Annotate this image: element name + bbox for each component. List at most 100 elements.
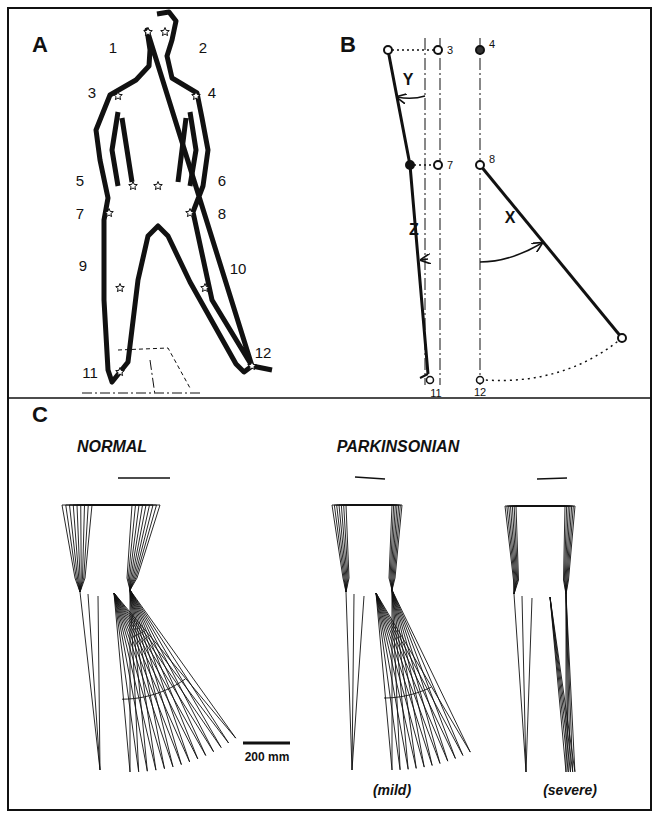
stick-trace bbox=[78, 578, 81, 592]
left-arm-inner bbox=[112, 112, 132, 186]
stick-trace bbox=[376, 593, 463, 755]
point-marker bbox=[427, 377, 434, 384]
stick-trace bbox=[514, 506, 518, 580]
marker-star bbox=[161, 28, 170, 36]
stick-trace bbox=[136, 505, 157, 578]
stick-trace bbox=[566, 580, 568, 594]
stick-trace bbox=[392, 578, 394, 590]
callout-number: 9 bbox=[79, 258, 87, 273]
head-trace bbox=[537, 478, 567, 479]
severity-label: (severe) bbox=[543, 783, 597, 797]
stick-figure-traces bbox=[62, 505, 575, 772]
head-trace bbox=[118, 477, 170, 479]
panel-letter: C bbox=[32, 404, 48, 426]
stick-trace bbox=[376, 593, 448, 761]
stick-trace bbox=[392, 578, 395, 590]
stick-trace bbox=[127, 578, 130, 590]
stick-trace bbox=[412, 693, 416, 694]
stick-trace bbox=[404, 695, 408, 697]
callout-number: 4 bbox=[208, 85, 216, 100]
angle-diagram bbox=[384, 38, 626, 385]
figure-frame bbox=[8, 8, 651, 810]
point-number: 3 bbox=[447, 45, 453, 56]
stick-trace bbox=[346, 505, 349, 578]
stick-trace bbox=[144, 696, 149, 697]
stick-trace bbox=[339, 505, 346, 578]
stick-trace bbox=[394, 505, 400, 578]
stick-trace bbox=[392, 697, 396, 698]
stick-trace bbox=[526, 598, 532, 772]
stick-trace bbox=[114, 593, 156, 770]
stick-trace bbox=[122, 699, 128, 700]
swing-arc bbox=[484, 338, 622, 380]
stick-trace bbox=[566, 580, 569, 594]
point-marker bbox=[477, 377, 484, 384]
point-number: 12 bbox=[474, 387, 486, 398]
stick-trace bbox=[114, 593, 206, 755]
stick-trace bbox=[568, 506, 574, 580]
stick-trace bbox=[137, 505, 160, 578]
stick-trace bbox=[133, 697, 139, 699]
stick-trace bbox=[346, 505, 402, 506]
stick-trace bbox=[376, 593, 416, 768]
callout-number: 8 bbox=[218, 206, 226, 221]
point-marker bbox=[476, 161, 484, 169]
stick-trace bbox=[130, 590, 190, 762]
callout-number: 3 bbox=[88, 85, 96, 100]
stick-trace bbox=[376, 593, 440, 763]
point-number: 7 bbox=[447, 160, 453, 171]
stick-trace bbox=[88, 594, 100, 770]
vertical-axis bbox=[440, 38, 441, 385]
marker-star bbox=[154, 182, 163, 190]
point-marker bbox=[618, 334, 626, 342]
point-marker bbox=[434, 161, 442, 169]
stick-trace bbox=[114, 593, 221, 748]
stick-trace bbox=[516, 506, 575, 507]
stick-trace bbox=[114, 593, 229, 743]
stick-trace bbox=[130, 590, 198, 759]
trunk-leg-segment bbox=[388, 50, 428, 374]
floor-marks bbox=[82, 348, 200, 395]
stick-trace bbox=[522, 596, 526, 772]
stick-trace bbox=[569, 506, 576, 580]
stick-trace bbox=[514, 580, 519, 594]
stick-trace bbox=[564, 580, 566, 594]
point-number: 11 bbox=[430, 388, 441, 399]
marker-star bbox=[248, 362, 257, 370]
marker-star bbox=[114, 92, 123, 100]
stick-trace bbox=[77, 505, 80, 578]
point-marker bbox=[434, 46, 442, 54]
stick-trace bbox=[346, 578, 348, 592]
stick-trace bbox=[135, 505, 154, 578]
callout-number: 5 bbox=[76, 173, 84, 188]
stick-trace bbox=[80, 578, 85, 592]
vertical-axis bbox=[480, 38, 481, 385]
group-title: PARKINSONIAN bbox=[337, 439, 459, 455]
stick-trace bbox=[114, 593, 236, 738]
stick-trace bbox=[130, 590, 236, 738]
callout-number: 6 bbox=[218, 173, 226, 188]
stick-trace bbox=[424, 689, 428, 691]
angle-label: X bbox=[505, 210, 516, 226]
stick-trace bbox=[92, 505, 160, 506]
head-level-bars bbox=[118, 477, 567, 479]
marker-star bbox=[192, 92, 201, 100]
stick-trace bbox=[75, 578, 80, 592]
stick-trace bbox=[376, 593, 392, 770]
stick-trace bbox=[427, 687, 431, 689]
stick-trace bbox=[389, 578, 392, 590]
stick-trace bbox=[76, 578, 80, 592]
stick-trace bbox=[514, 594, 526, 772]
stick-trace bbox=[130, 590, 229, 743]
stick-trace bbox=[390, 578, 392, 590]
body-outline bbox=[96, 12, 272, 382]
stick-trace bbox=[176, 682, 181, 685]
stick-trace bbox=[130, 578, 137, 590]
stick-trace bbox=[392, 590, 470, 752]
callout-number: 7 bbox=[76, 206, 84, 221]
stick-trace bbox=[130, 590, 221, 748]
stick-trace bbox=[166, 688, 171, 690]
panel-letter: B bbox=[340, 34, 356, 56]
stick-trace bbox=[344, 505, 348, 578]
